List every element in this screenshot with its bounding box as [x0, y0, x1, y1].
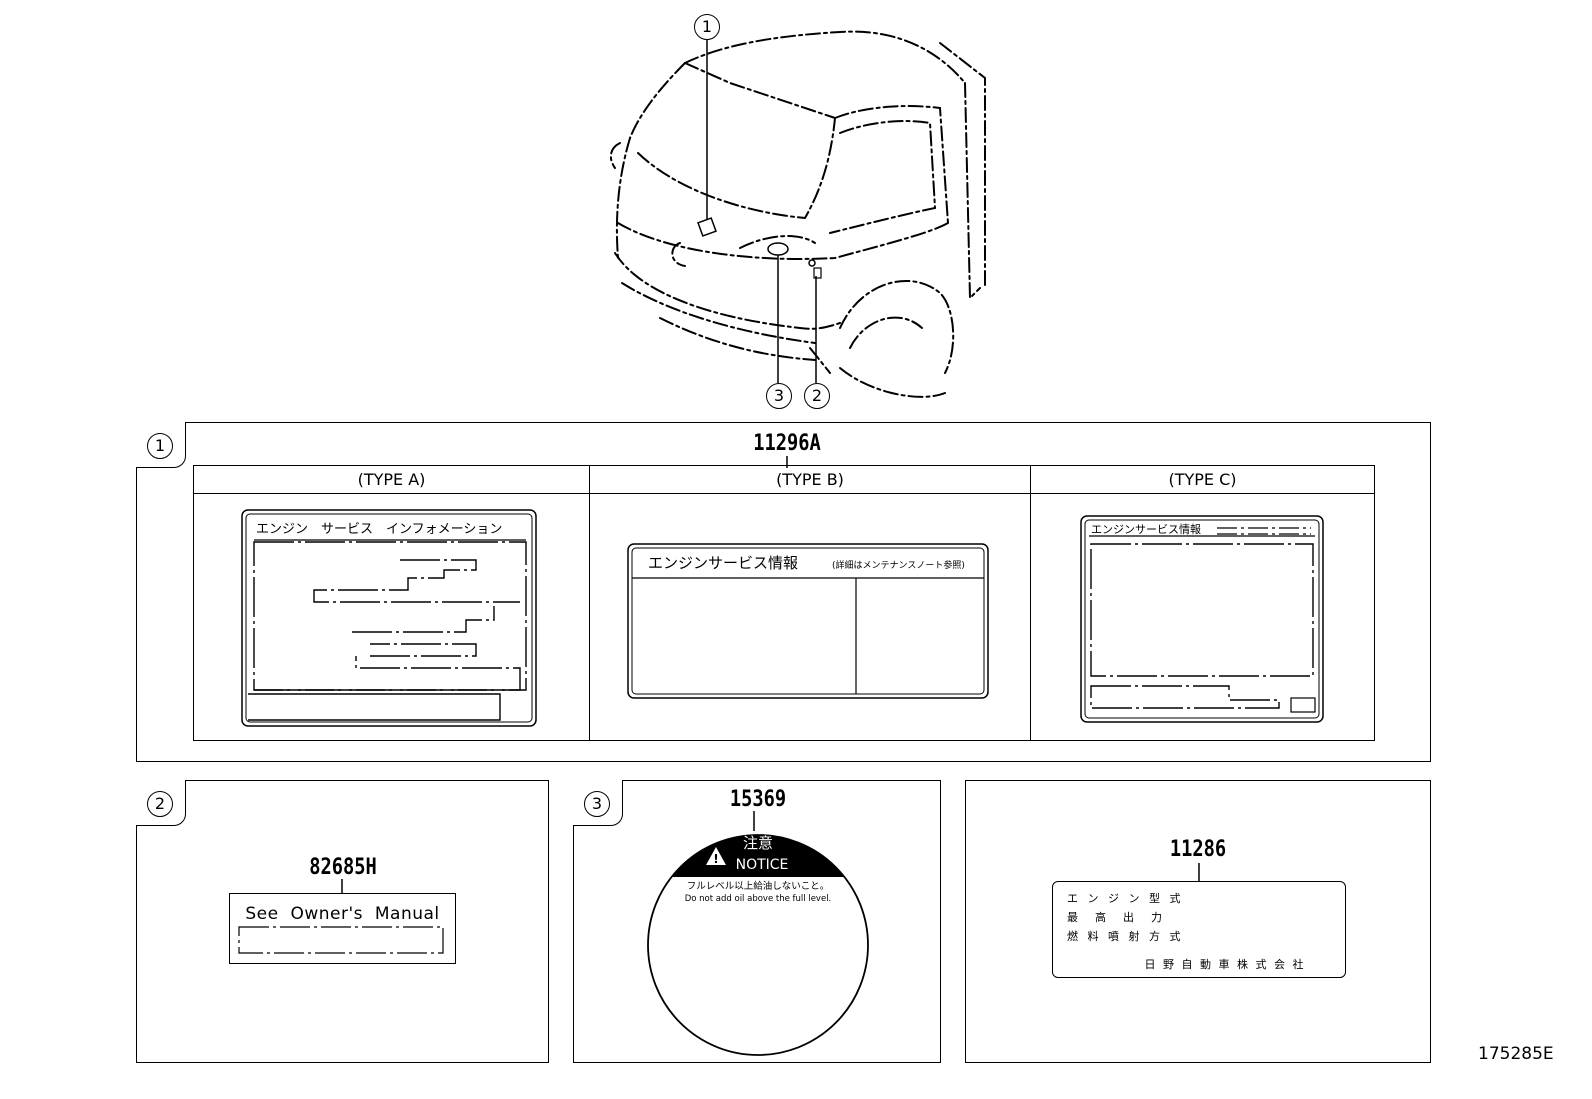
owners-manual-text: See Owner's Manual [245, 904, 440, 924]
type-c-label-title: エンジンサービス情報 [1091, 523, 1201, 536]
notice-line-jp: フルレベル以上給油しないこと。 [687, 880, 830, 892]
part-number: 82685H [309, 855, 377, 880]
engine-spec-label: エ ン ジ ン 型 式 最 高 出 力 燃 料 噴 射 方 式 日 野 自 動 … [1052, 881, 1346, 978]
notice-line-en: Do not add oil above the full level. [685, 894, 832, 904]
panel-index: 1 [154, 436, 166, 455]
panel-1: 1 11296A (TYPE A) エンジン サービス インフォメーション [136, 422, 1431, 762]
panel-index-circle: 3 [584, 791, 610, 817]
caution-en: NOTICE [736, 857, 789, 873]
part-number: 11296A [753, 431, 821, 456]
type-b-label-subtitle: (詳細はメンテナンスノート参照) [832, 559, 965, 571]
type-a-label: エンジン サービス インフォメーション [241, 509, 537, 727]
type-a-header: (TYPE A) [194, 466, 589, 494]
truck-callout-1: 1 [694, 14, 720, 40]
type-a-label-title: エンジン サービス インフォメーション [256, 522, 502, 537]
panel-3: 3 15369 ! 注意 NOTICE フルレベル以上給油しないこと。 Do n… [573, 780, 941, 1063]
type-b-column: (TYPE B) エンジンサービス情報 (詳細はメンテナンスノート参照) [590, 466, 1031, 740]
callout-number: 1 [701, 17, 713, 36]
figure-id: 175285E [1478, 1044, 1554, 1064]
part-number-leader [1198, 863, 1200, 881]
type-c-label: エンジンサービス情報 [1080, 515, 1324, 723]
spec-maker: 日 野 自 動 車 株 式 会 社 [1144, 958, 1306, 971]
type-c-header: (TYPE C) [1031, 466, 1374, 494]
caution-jp: 注意 [743, 834, 773, 852]
spec-row-max-output: 最 高 出 力 [1067, 911, 1165, 924]
part-number: 15369 [729, 787, 787, 812]
type-b-label: エンジンサービス情報 (詳細はメンテナンスノート参照) [627, 543, 989, 699]
panel-index-circle: 1 [147, 433, 173, 459]
label-types-table: (TYPE A) エンジン サービス インフォメーション (TYPE B) [193, 465, 1375, 741]
part-number-leader [753, 811, 755, 831]
truck-cab-illustration [609, 30, 986, 398]
panel-index: 2 [154, 794, 166, 813]
oil-notice-label: ! 注意 NOTICE フルレベル以上給油しないこと。 Do not add o… [647, 834, 869, 1056]
callout-number: 2 [811, 386, 823, 405]
panel-4: 11286 エ ン ジ ン 型 式 最 高 出 力 燃 料 噴 射 方 式 日 … [965, 780, 1431, 1063]
part-number: 11286 [1169, 837, 1227, 862]
truck-callout-2: 2 [804, 383, 830, 409]
svg-text:!: ! [713, 852, 718, 866]
spec-row-engine-model: エ ン ジ ン 型 式 [1067, 892, 1184, 905]
warning-triangle-icon [706, 847, 726, 865]
notice-banner [671, 835, 845, 877]
callout-number: 3 [773, 386, 785, 405]
type-b-label-title: エンジンサービス情報 [648, 554, 798, 572]
type-c-column: (TYPE C) エンジンサービス情報 [1031, 466, 1374, 740]
type-b-header: (TYPE B) [590, 466, 1030, 494]
part-number-leader [786, 456, 788, 468]
type-a-column: (TYPE A) エンジン サービス インフォメーション [194, 466, 590, 740]
truck-callout-3: 3 [766, 383, 792, 409]
spec-row-fuel-injection: 燃 料 噴 射 方 式 [1067, 930, 1184, 943]
panel-2: 2 82685H See Owner's Manual [136, 780, 549, 1063]
panel-index-circle: 2 [147, 791, 173, 817]
owners-manual-blank [238, 926, 444, 954]
owners-manual-label: See Owner's Manual [229, 893, 456, 964]
panel-index: 3 [591, 794, 603, 813]
part-number-leader [341, 879, 343, 893]
